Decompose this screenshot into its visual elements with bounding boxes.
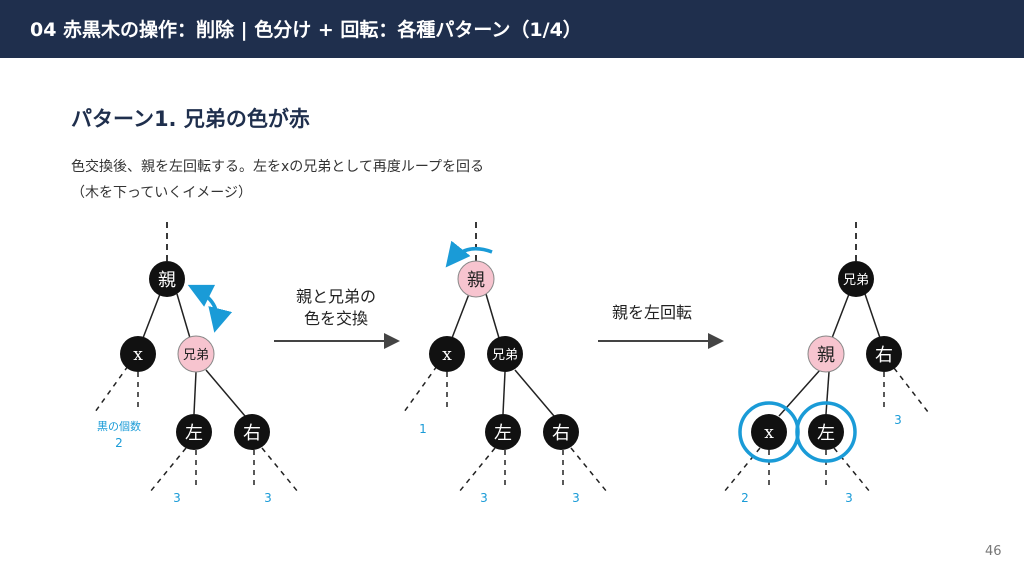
black-count-label: 黒の個数 [97,420,141,433]
tree3-node-sibling: 兄弟 [838,261,874,297]
tree1-node-right: 右 [234,414,270,450]
tree2-count-left: 3 [480,491,488,505]
tree1-count-left: 3 [173,491,181,505]
tree3-count-left: 3 [845,491,853,505]
tree3-node-parent-label: 親 [817,345,835,366]
swap-color-arrow [187,284,233,333]
tree3-node-sibling-label: 兄弟 [843,273,869,288]
page-number: 46 [985,544,1002,559]
tree-2: 親 x 兄弟 左 右 1 3 3 [403,222,608,505]
tree2-count-right: 3 [572,491,580,505]
tree2-node-sibling-label: 兄弟 [492,348,518,363]
tree1-node-left-label: 左 [185,423,203,444]
tree2-node-x-label: x [442,345,452,365]
tree3-node-x-label: x [764,423,774,443]
step-arrow-1: 親と兄弟の 色を交換 [274,287,400,349]
step1-label-line2: 色を交換 [304,309,368,328]
tree2-node-parent-label: 親 [467,270,485,291]
tree1-node-x-label: x [133,345,143,365]
tree1-node-parent: 親 [149,261,185,297]
tree3-node-left-label: 左 [817,423,835,444]
tree1-node-x: x [120,336,156,372]
tree-3: 兄弟 親 右 x 左 3 2 3 [723,222,929,505]
step1-label-line1: 親と兄弟の [296,287,376,306]
tree2-node-left: 左 [485,414,521,450]
tree1-node-left: 左 [176,414,212,450]
tree2-node-right-label: 右 [552,423,570,444]
rotate-left-arrow [445,240,493,268]
tree1-node-right-label: 右 [243,423,261,444]
header-bar: 04 赤黒木の操作：削除 | 色分け + 回転：各種パターン（1/4） [0,0,1024,58]
highlight-ring-left [795,401,857,463]
section-title: パターン1. 兄弟の色が赤 [71,107,310,131]
tree1-count-right: 3 [264,491,272,505]
header-title: 04 赤黒木の操作：削除 | 色分け + 回転：各種パターン（1/4） [30,19,582,41]
tree2-node-right: 右 [543,414,579,450]
description-line-2: （木を下っていくイメージ） [71,185,253,201]
tree-1: 親 x 兄弟 左 右 黒の個数 2 3 3 [94,222,299,505]
tree2-node-parent: 親 [457,260,495,298]
description-line-1: 色交換後、親を左回転する。左をxの兄弟として再度ループを回る [71,159,485,175]
step-arrow-2: 親を左回転 [598,303,724,349]
tree1-count-x: 2 [115,436,123,450]
tree2-node-left-label: 左 [494,423,512,444]
tree3-node-right-label: 右 [875,345,893,366]
tree3-node-parent: 親 [807,335,845,373]
tree3-node-left: 左 [795,401,857,463]
tree2-count-x: 1 [419,422,427,436]
tree2-node-sibling: 兄弟 [487,336,523,372]
tree3-count-x: 2 [741,491,749,505]
tree1-node-parent-label: 親 [158,270,176,291]
tree2-node-x: x [429,336,465,372]
step2-label: 親を左回転 [612,303,692,322]
tree3-node-right: 右 [866,336,902,372]
tree3-count-right: 3 [894,413,902,427]
tree1-node-sibling: 兄弟 [177,335,215,373]
tree1-node-sibling-label: 兄弟 [183,348,209,363]
